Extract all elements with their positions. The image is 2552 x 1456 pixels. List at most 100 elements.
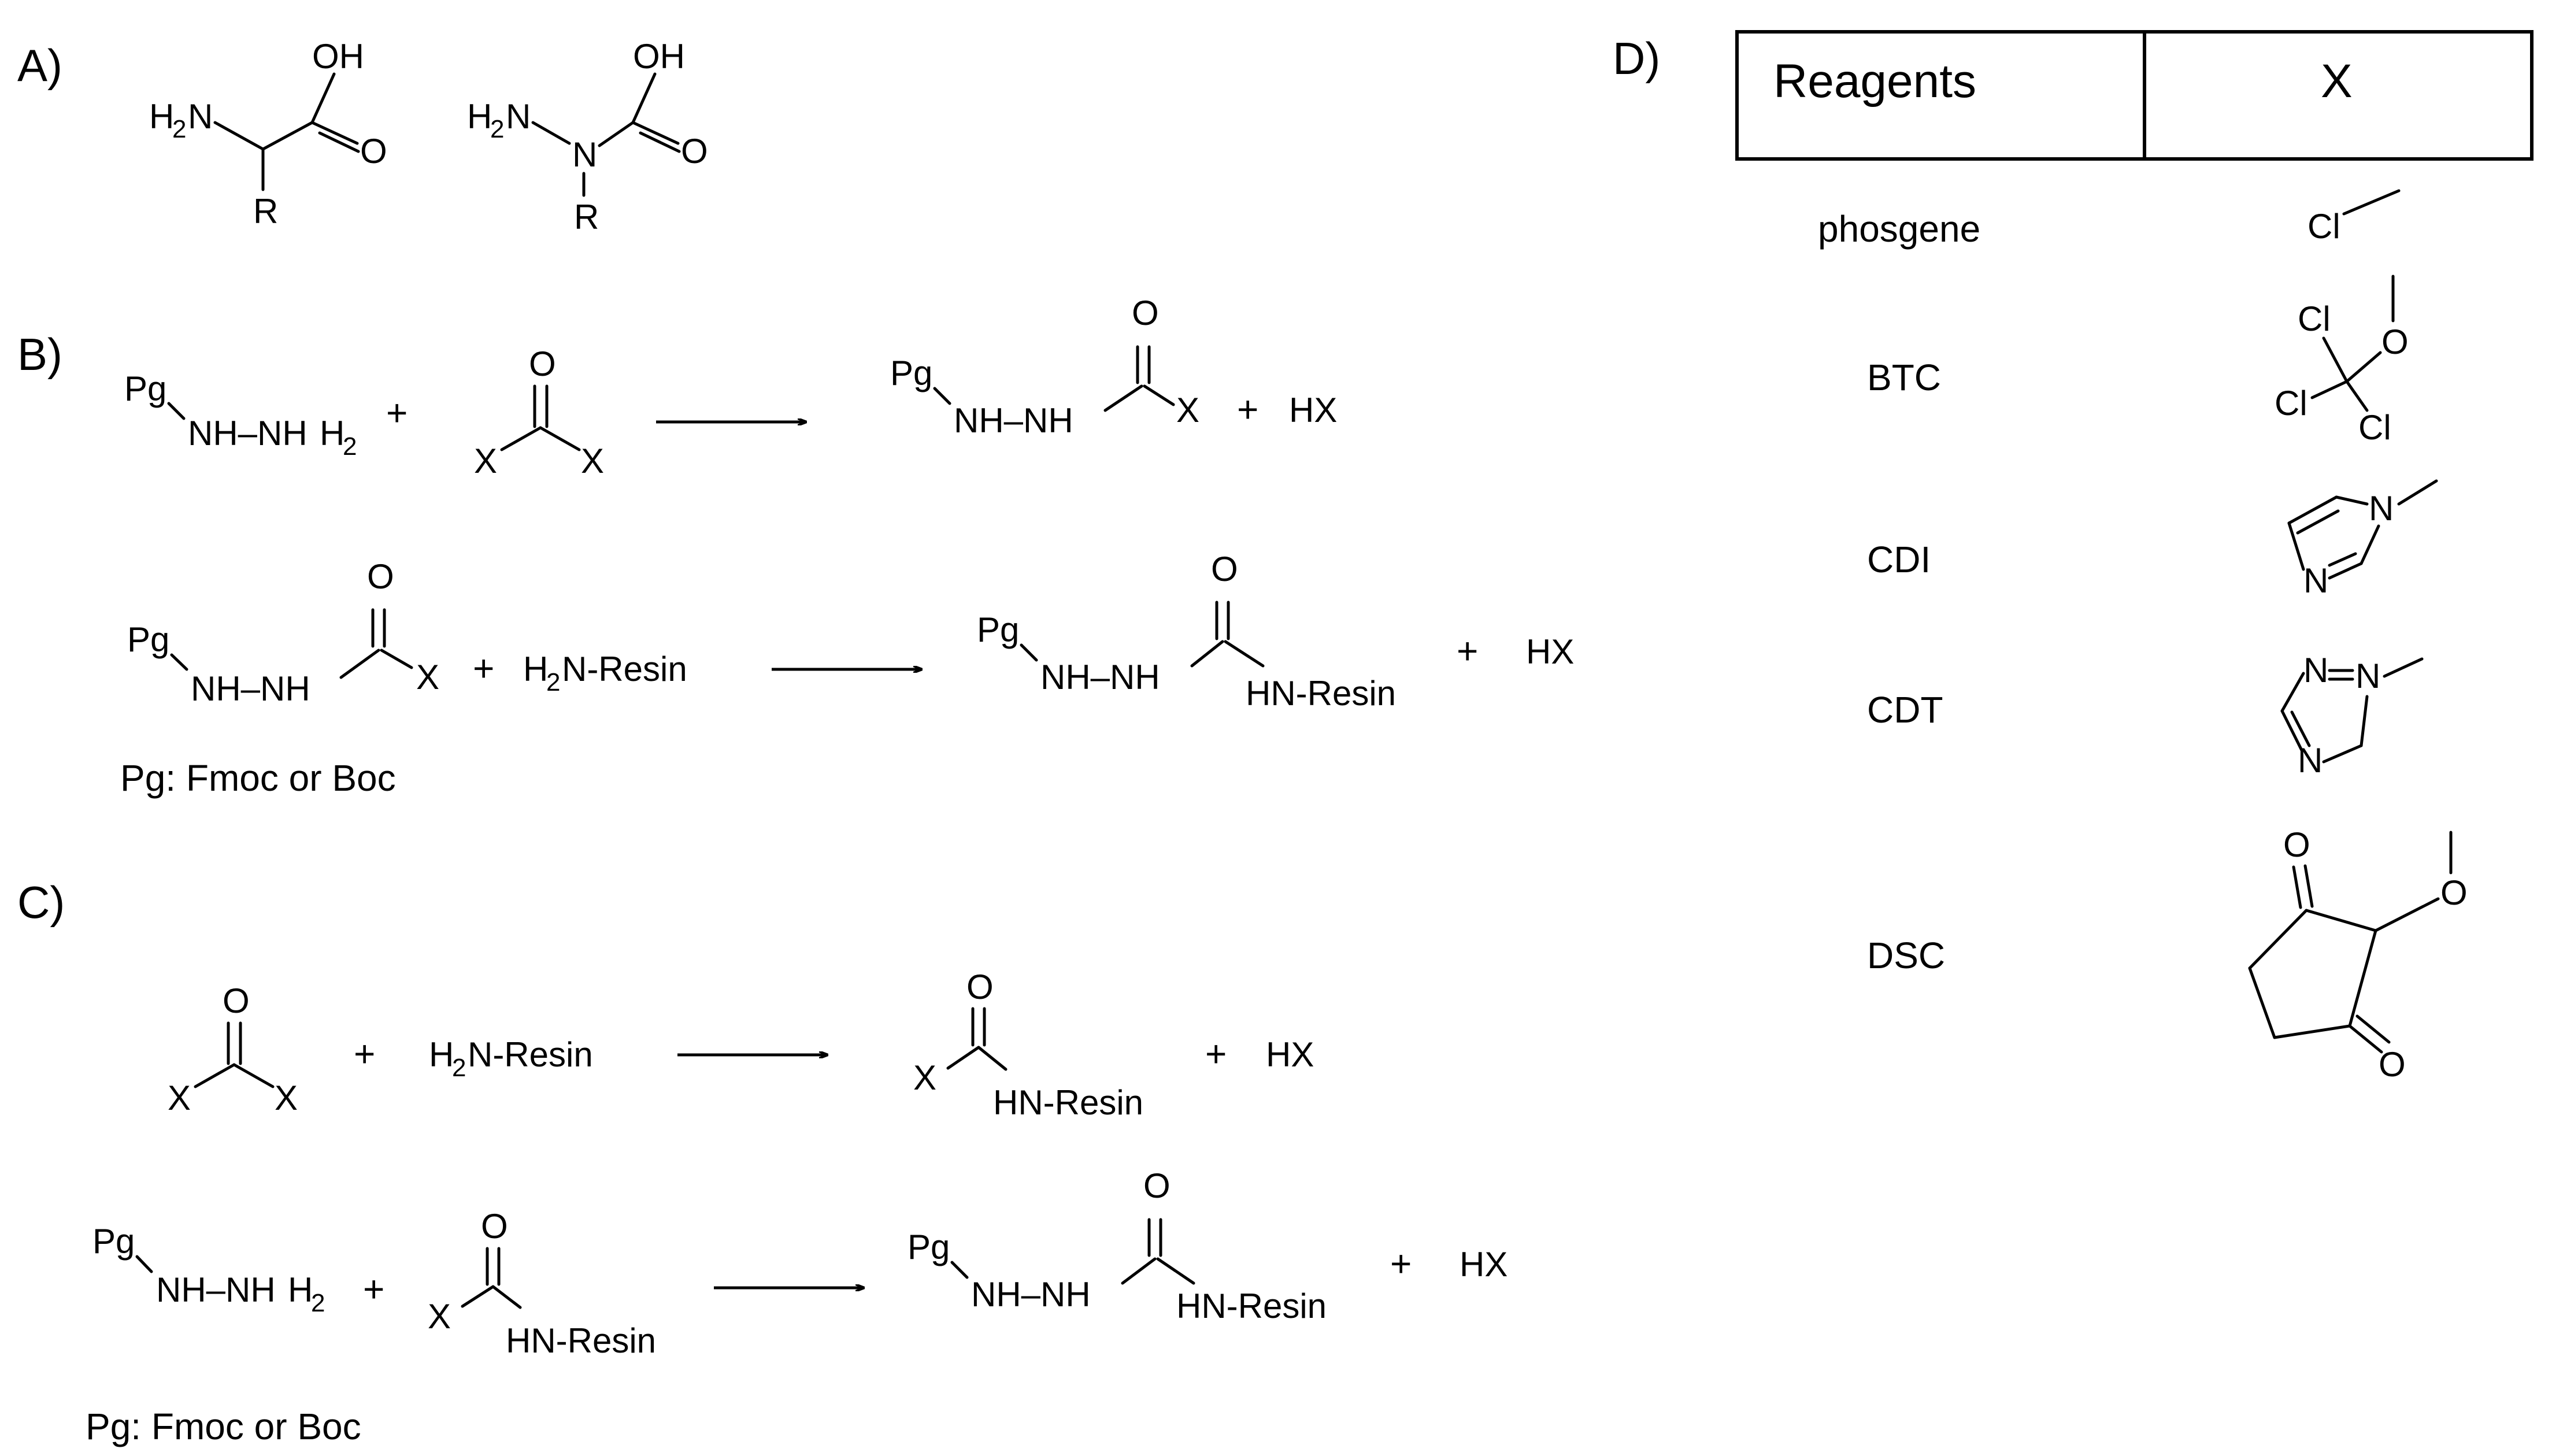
carbonyl-o: O (529, 344, 556, 383)
plus-sign: + (1457, 630, 1478, 672)
bond (318, 131, 360, 153)
bond (261, 121, 314, 151)
x-group-cdt: N N N (2280, 651, 2424, 780)
bond (977, 1046, 1008, 1071)
bond (631, 121, 680, 145)
bond (2273, 1024, 2351, 1039)
bond (1020, 643, 1038, 662)
bond (2290, 710, 2311, 747)
bond (2328, 552, 2357, 567)
product-nh-nh: NH–NH (971, 1275, 1091, 1314)
bond (339, 649, 380, 679)
bond (1143, 384, 1175, 406)
hydrazine-nh-nh: NH–NH (156, 1270, 276, 1309)
bond (539, 426, 581, 451)
bond (631, 72, 657, 124)
column-header-reagents: Reagents (1773, 55, 1976, 108)
panel-c-reaction-2: Pg NH–NH H 2 + O X HN-Resin Pg NH–NH O H… (92, 1166, 1508, 1360)
nitrogen-atom: N (2369, 489, 2394, 528)
plus-sign: + (1205, 1033, 1227, 1075)
nitrogen-atom: N (2303, 651, 2328, 690)
bond (1190, 640, 1224, 668)
product-nh-nh: NH–NH (1040, 658, 1160, 696)
bond (2305, 909, 2377, 932)
reagent-btc: BTC (1867, 357, 1941, 398)
bond (167, 402, 186, 420)
bond (461, 1285, 495, 1308)
plus-sign: + (1390, 1243, 1412, 1284)
aza-r: R (574, 198, 599, 236)
bond (2374, 897, 2440, 932)
plus-sign: + (1237, 388, 1258, 430)
bond (2280, 709, 2303, 752)
bond (2383, 657, 2424, 678)
bond (1156, 1257, 1195, 1285)
oxygen-atom: O (2440, 873, 2468, 912)
bond (2360, 524, 2380, 565)
bond (1121, 1257, 1157, 1285)
hn-resin: HN-Resin (506, 1321, 656, 1360)
bond (135, 1255, 153, 1273)
aza-oh: OH (633, 37, 685, 76)
panel-a-label: A) (17, 40, 62, 91)
bond (2355, 1014, 2391, 1044)
oxygen-atom: O (2283, 825, 2310, 864)
bond (232, 1063, 275, 1088)
bond (2303, 864, 2314, 908)
amino-r: R (253, 192, 278, 231)
hydrazine-terminal-h: H (288, 1270, 313, 1309)
chloro-atom: Cl (2298, 299, 2331, 338)
oxygen-atom: O (2381, 323, 2409, 361)
bond (2248, 966, 2276, 1039)
resin-h2-subscript: 2 (546, 668, 560, 696)
panel-d-label: D) (1613, 33, 1660, 84)
bond (933, 387, 951, 405)
bond (310, 121, 359, 145)
chloro-atom: Cl (2275, 384, 2307, 423)
bond (2280, 672, 2305, 713)
bond (598, 121, 635, 147)
product-nh-nh: NH–NH (954, 401, 1073, 440)
product-hn-resin: HN-Resin (1176, 1287, 1327, 1325)
nitrogen-atom: N (2303, 561, 2328, 600)
bond (1224, 640, 1265, 668)
amino-oh: OH (312, 37, 364, 76)
x-left: X (474, 442, 497, 480)
bond (2328, 562, 2363, 580)
pg-label: Pg (124, 369, 166, 408)
panel-b-reaction-1: Pg NH–NH H 2 + O X X Pg NH–NH O X + HX (124, 294, 1337, 480)
reagent-cdt: CDT (1867, 689, 1943, 731)
x-right: X (275, 1079, 298, 1117)
bond (2345, 380, 2369, 412)
bond (950, 1261, 969, 1279)
bond (639, 131, 681, 153)
bond (2397, 479, 2438, 506)
nitrogen-atom: N (2355, 657, 2380, 695)
column-header-x: X (2321, 55, 2353, 108)
bond (2287, 495, 2338, 525)
bond (2287, 521, 2305, 571)
byproduct-hx: HX (1460, 1245, 1508, 1284)
product-hn-resin: HN-Resin (993, 1083, 1143, 1122)
x-leaving-group: X (428, 1297, 451, 1336)
x-left: X (168, 1079, 191, 1117)
amino-n: N (188, 97, 213, 136)
hydrazine-nh-nh: NH–NH (188, 414, 308, 453)
plus-sign: + (354, 1033, 375, 1075)
aza-n2: N (572, 135, 597, 174)
panel-d: D) Reagents X phosgene BTC CDI CDT DSC C… (1613, 30, 2534, 1084)
bond (2342, 189, 2401, 216)
bond (500, 426, 542, 451)
aza-h2-subscript: 2 (490, 115, 504, 143)
bond (2292, 865, 2302, 909)
product-carbonyl-o: O (1132, 294, 1159, 332)
protecting-group-note: Pg: Fmoc or Boc (120, 757, 396, 799)
aza-amino-acid-structure: H 2 N N OH O R (467, 37, 708, 236)
x-group-btc: Cl Cl Cl O (2275, 275, 2409, 447)
hydrazine-terminal-h: H (320, 414, 345, 453)
bond (2296, 509, 2340, 535)
carbonyl-o: O (367, 557, 394, 596)
bond (491, 1285, 522, 1309)
bond (310, 72, 336, 124)
carbonyl-o: O (223, 981, 250, 1020)
